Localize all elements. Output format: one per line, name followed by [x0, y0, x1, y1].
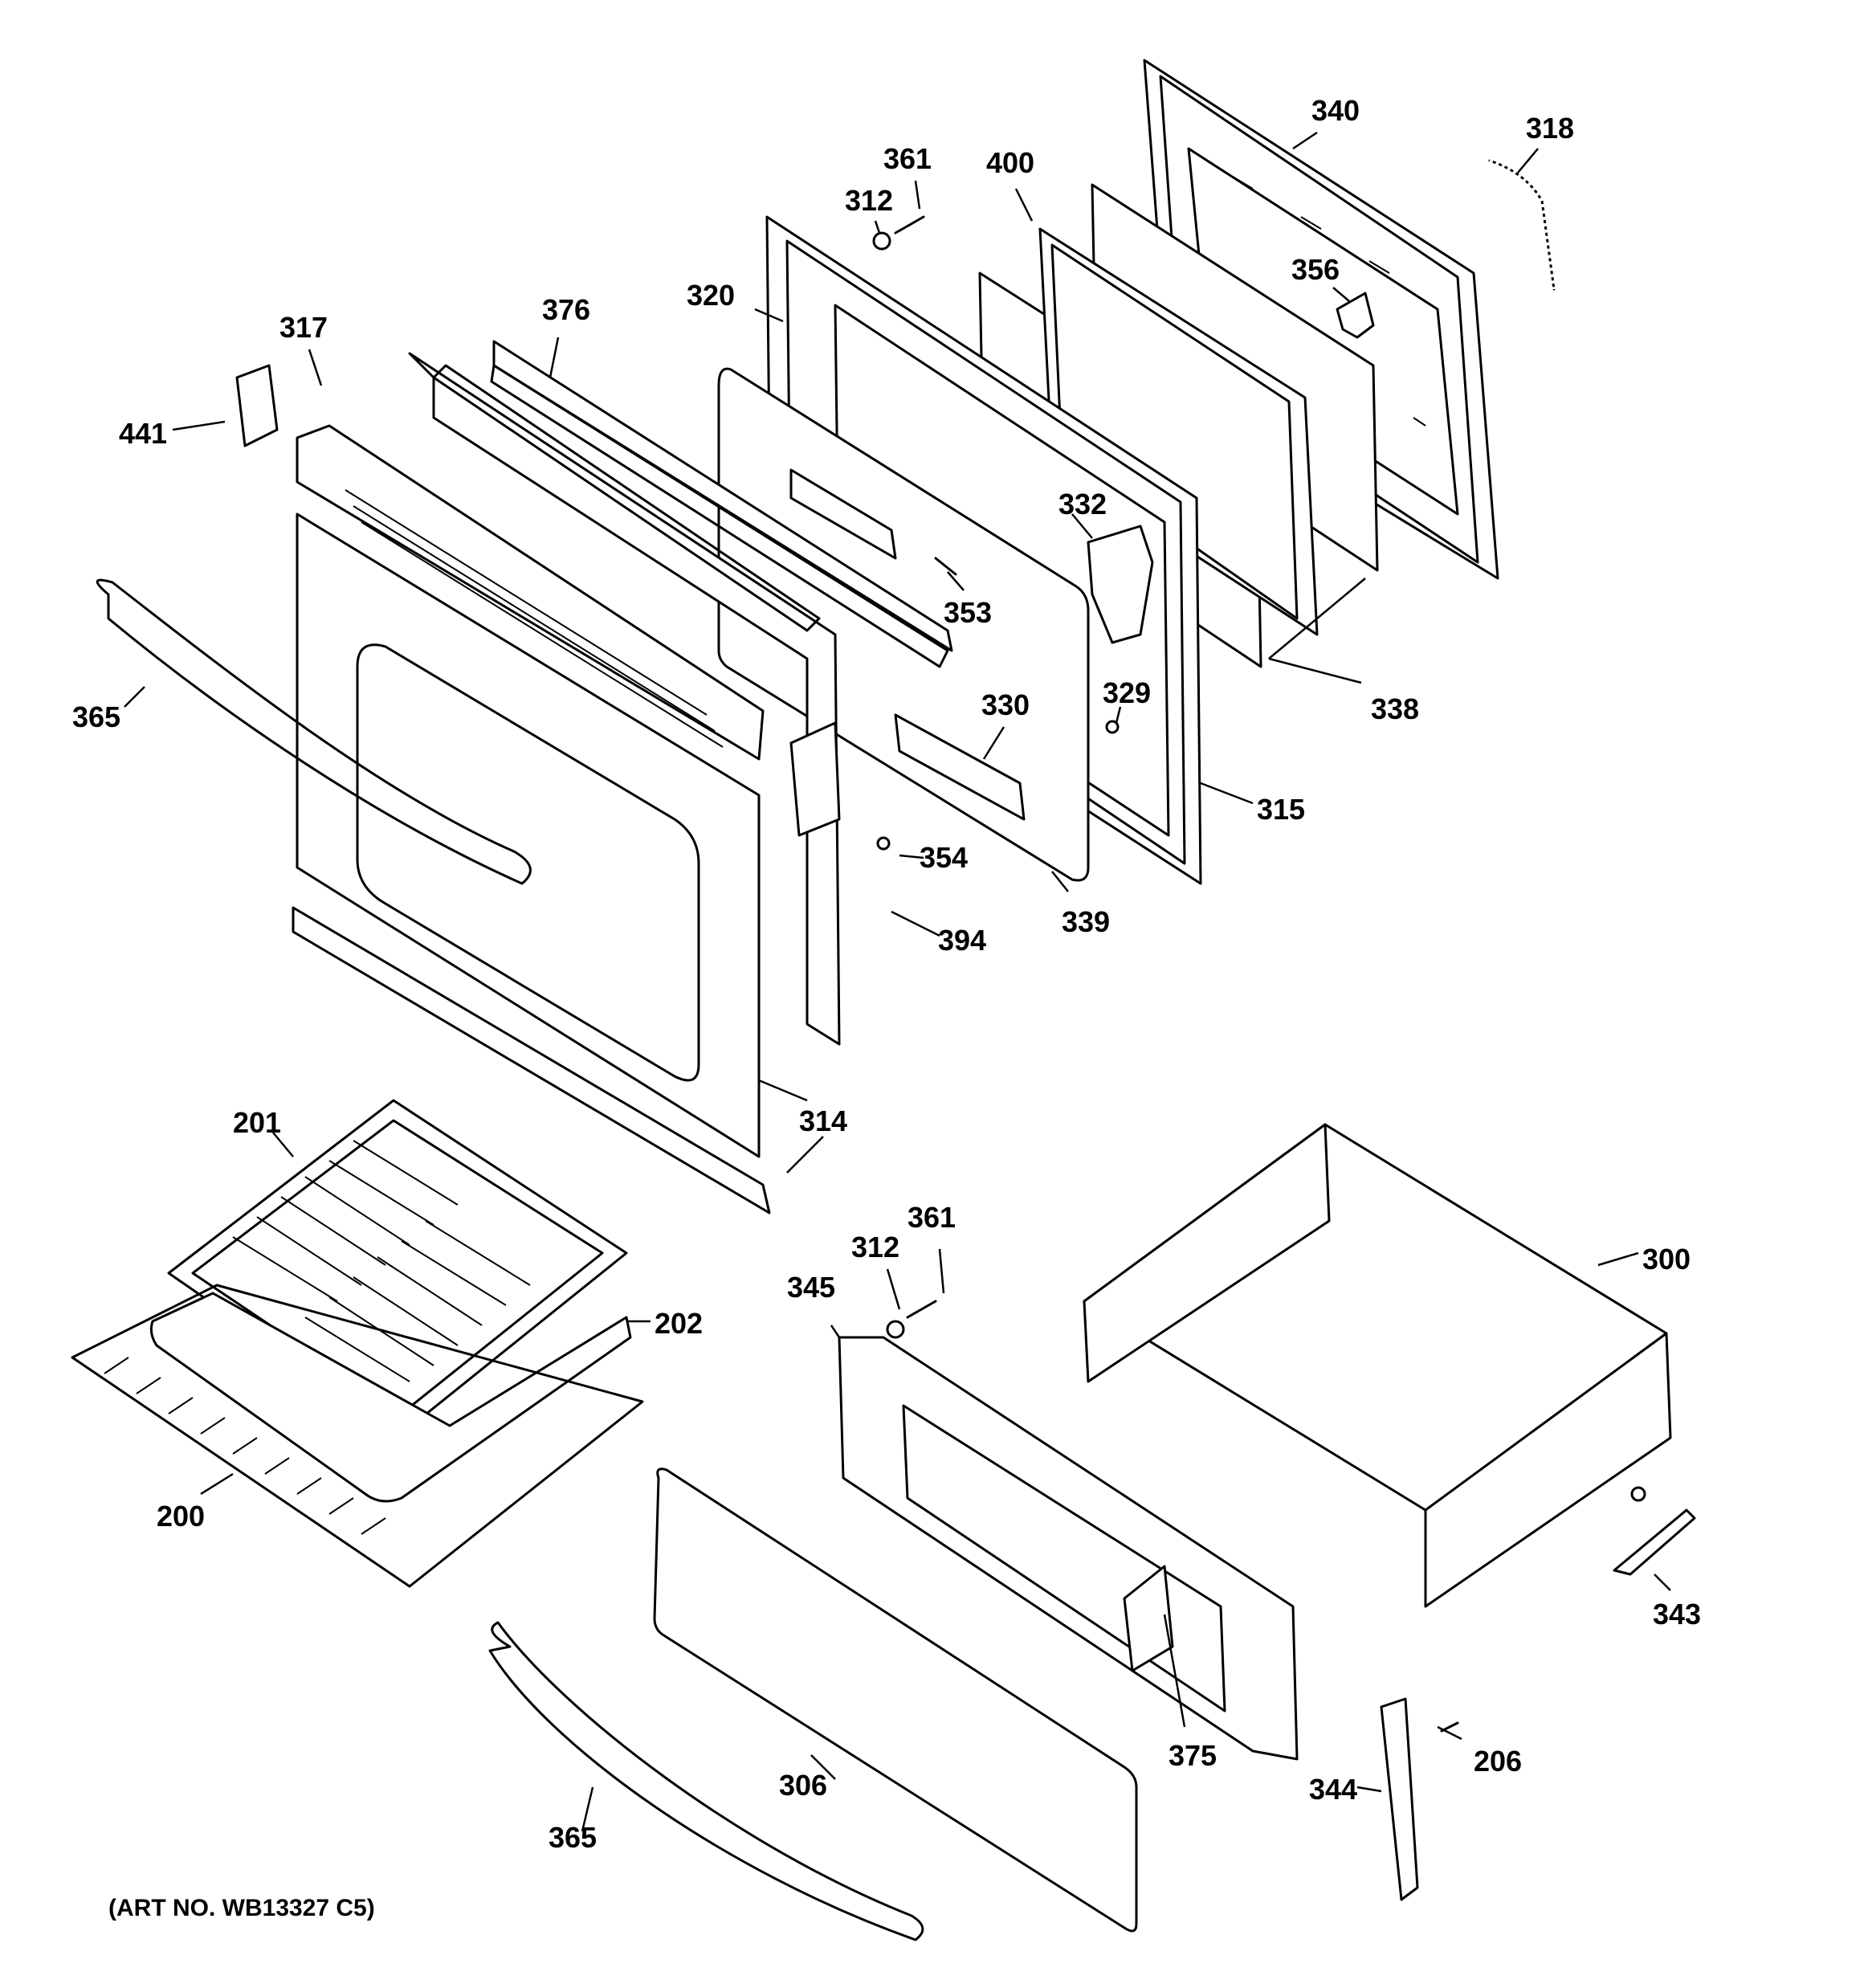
label-441: 441 [119, 417, 167, 450]
label-320: 320 [687, 279, 735, 312]
part-318-gasket [1488, 158, 1556, 291]
label-330: 330 [981, 688, 1030, 721]
part-314-outer-door [296, 512, 761, 1158]
part-labels: 340 318 361 400 312 356 320 376 317 441 … [72, 94, 1701, 1854]
label-340: 340 [1311, 94, 1360, 127]
label-202: 202 [655, 1307, 703, 1340]
part-343-glide [1613, 1508, 1696, 1576]
part-356-bracket [1336, 292, 1375, 339]
part-365-drawer-handle [488, 1621, 924, 1941]
part-376-channel [490, 340, 953, 668]
label-314: 314 [799, 1104, 847, 1137]
label-201: 201 [233, 1106, 281, 1139]
label-338: 338 [1371, 692, 1419, 725]
label-344: 344 [1309, 1773, 1357, 1806]
label-365: 365 [549, 1821, 597, 1854]
label-317: 317 [279, 311, 328, 344]
label-312: 312 [851, 1231, 899, 1263]
part-332-insulation [1087, 525, 1154, 644]
label-332: 332 [1058, 488, 1107, 520]
label-356: 356 [1291, 253, 1340, 286]
label-306: 306 [779, 1769, 827, 1802]
label-312: 312 [845, 184, 893, 217]
part-375-bracket [1123, 1565, 1174, 1672]
label-394: 394 [938, 924, 986, 957]
part-345-drawer-panel [838, 1336, 1299, 1761]
label-375: 375 [1169, 1739, 1217, 1772]
part-441-latch [235, 364, 279, 447]
label-315: 315 [1257, 793, 1305, 826]
label-300: 300 [1642, 1243, 1691, 1276]
part-314-bottom-trim [292, 906, 771, 1214]
label-361: 361 [907, 1201, 956, 1234]
part-300-drawer [1083, 1123, 1672, 1608]
label-365: 365 [72, 700, 120, 733]
label-353: 353 [944, 596, 992, 629]
part-394-side-frame [408, 352, 841, 1046]
part-340-door-frame [1143, 59, 1499, 580]
label-400: 400 [986, 146, 1034, 179]
label-329: 329 [1103, 676, 1151, 709]
part-317-vent-trim [296, 424, 765, 761]
label-361: 361 [883, 142, 932, 175]
label-318: 318 [1526, 112, 1574, 145]
label-345: 345 [787, 1271, 835, 1304]
part-344-slide [1380, 1697, 1419, 1901]
label-343: 343 [1653, 1598, 1701, 1631]
label-200: 200 [157, 1500, 205, 1533]
label-206: 206 [1474, 1745, 1522, 1778]
label-354: 354 [920, 841, 968, 874]
label-339: 339 [1062, 905, 1110, 938]
art-number: (ART NO. WB13327 C5) [108, 1895, 375, 1921]
part-202-broil-pan [149, 1292, 632, 1503]
part-339-inner-panel [717, 367, 1090, 882]
part-400-glass-assembly [1038, 227, 1319, 636]
part-200-oven-rack [71, 1284, 644, 1588]
leader-lines [124, 131, 1671, 1832]
part-365-door-handle [96, 578, 532, 885]
label-376: 376 [542, 293, 590, 326]
part-306-drawer-front [653, 1468, 1138, 1933]
